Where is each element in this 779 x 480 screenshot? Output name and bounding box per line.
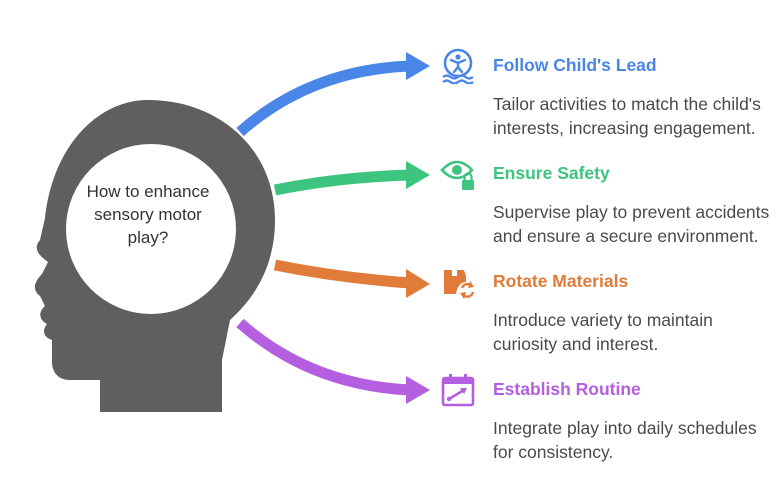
center-question: How to enhance sensory motor play? — [86, 182, 210, 247]
item-desc-routine: Integrate play into daily schedules for … — [493, 418, 757, 462]
item-title-routine: Establish Routine — [493, 379, 641, 399]
item-desc-rotate: Introduce variety to maintain curiosity … — [493, 310, 713, 354]
arrow-follow — [236, 52, 430, 137]
head-circle — [66, 144, 236, 314]
item-desc-follow: Tailor activities to match the child's i… — [493, 94, 761, 138]
box-recycle-icon — [444, 270, 475, 299]
eye-lock-icon — [440, 160, 474, 190]
item-title-safety: Ensure Safety — [493, 163, 610, 183]
child-swimming-icon — [442, 48, 474, 84]
calendar-icon — [441, 374, 475, 407]
item-title-follow: Follow Child's Lead — [493, 55, 657, 75]
arrow-rotate — [273, 259, 430, 298]
arrow-routine — [236, 318, 430, 404]
item-title-rotate: Rotate Materials — [493, 271, 629, 291]
arrow-safety — [273, 161, 430, 196]
item-desc-safety: Supervise play to prevent accidents and … — [493, 202, 770, 246]
